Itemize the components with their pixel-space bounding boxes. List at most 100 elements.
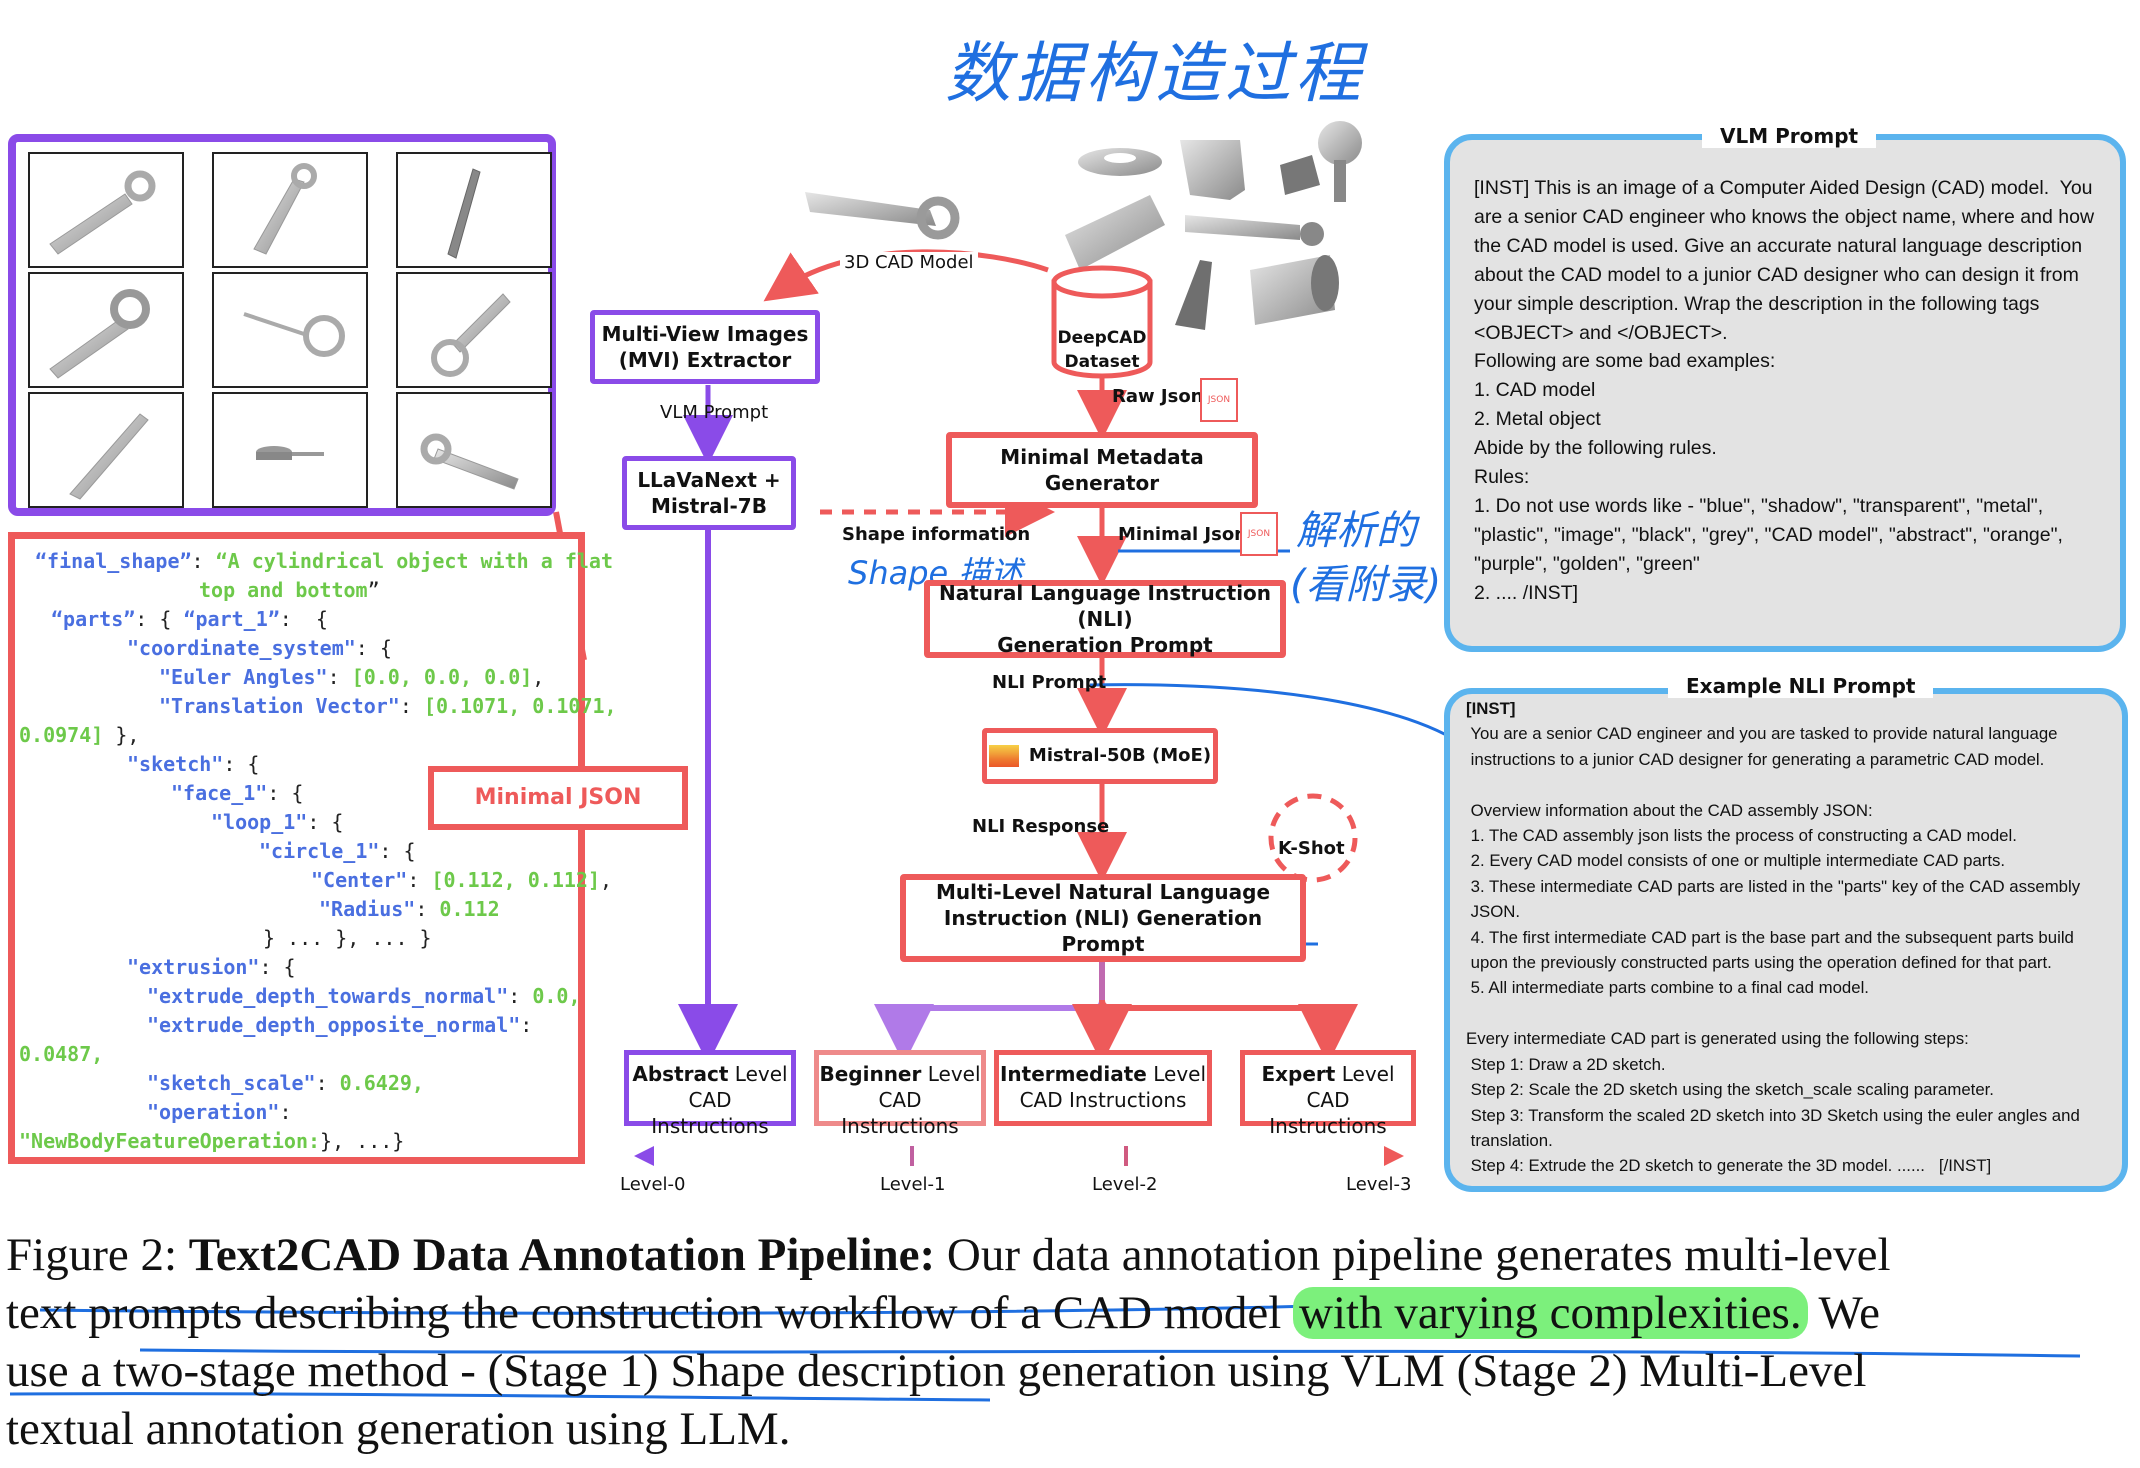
nli-gen-line: Natural Language Instruction (NLI): [938, 581, 1272, 631]
nli-generation-box: Natural Language Instruction (NLI) Gener…: [924, 580, 1286, 658]
nli-prompt-line: JSON.: [1466, 902, 1521, 922]
axis-level-1: Level-1: [880, 1174, 946, 1195]
nli-prompt-line: 5. All intermediate parts combine to a f…: [1466, 978, 1869, 998]
json-line: "loop_1": {: [211, 810, 344, 834]
minimal-json-panel: “final_shape”: “A cylindrical object wit…: [8, 532, 617, 1164]
vlm-prompt-line: are a senior CAD engineer who knows the …: [1474, 205, 2095, 228]
cad-model-label: 3D CAD Model: [840, 252, 978, 273]
handwritten-parse-note-2: (看附录): [1290, 562, 1442, 608]
json-line: "extrude_depth_towards_normal": 0.0,: [147, 984, 581, 1008]
vlm-prompt-text: [INST] This is an image of a Computer Ai…: [1474, 174, 2094, 608]
minimal-json-small-label: Minimal Json: [1118, 524, 1247, 545]
metadata-generator-box: Minimal Metadata Generator: [946, 432, 1258, 508]
handwritten-parse-note-1: 解析的: [1296, 508, 1416, 554]
deepcad-line: Dataset: [1064, 352, 1140, 372]
level-title: Intermediate Level: [999, 1062, 1207, 1086]
caption-line: use a two-stage method - (Stage 1) Shape…: [6, 1345, 1867, 1397]
json-line: "operation":: [147, 1100, 292, 1124]
level-box-abstract: Abstract Level CAD Instructions: [624, 1050, 796, 1138]
multi-level-line: Instruction (NLI) Generation Prompt: [943, 906, 1263, 956]
vlm-prompt-line: the CAD model is used. Give an accurate …: [1474, 234, 2083, 257]
mistral-logo-icon: [988, 745, 1019, 767]
nli-prompt-line: translation.: [1466, 1130, 1553, 1150]
nli-prompt-line: Step 1: Draw a 2D sketch.: [1466, 1054, 1666, 1074]
multi-level-line: Multi-Level Natural Language: [935, 880, 1271, 904]
level-subtitle: CAD Instructions: [651, 1088, 769, 1138]
llava-box: LLaVaNext + Mistral-7B: [622, 456, 796, 530]
vlm-prompt-line: Abide by the following rules.: [1474, 437, 1717, 460]
mistral-box: Mistral-50B (MoE): [982, 728, 1218, 784]
kshot-circle: [1268, 793, 1358, 883]
vlm-prompt-line: <OBJECT> and </OBJECT>.: [1474, 321, 1728, 344]
nli-prompt-line: upon the previously constructed parts us…: [1466, 953, 2052, 973]
json-file-icon: JSON: [1200, 378, 1238, 422]
level-box-expert: Expert Level CAD Instructions: [1240, 1050, 1416, 1138]
view-image: [396, 272, 552, 388]
nli-prompt-line: 4. The first intermediate CAD part is th…: [1466, 927, 2074, 947]
json-file-icon: JSON: [1240, 512, 1278, 556]
view-image: [212, 152, 368, 268]
view-image: [28, 392, 184, 508]
vlm-prompt-line: Following are some bad examples:: [1474, 350, 1776, 373]
axis-level-2: Level-2: [1092, 1174, 1158, 1195]
level-title: Abstract Level: [632, 1062, 788, 1086]
nli-prompt-line: Step 3: Transform the scaled 2D sketch i…: [1466, 1105, 2080, 1125]
vlm-prompt-line: 1. Do not use words like - "blue", "shad…: [1474, 494, 2044, 517]
json-line: "coordinate_system": {: [127, 636, 392, 660]
nli-gen-line: Generation Prompt: [997, 633, 1213, 657]
nli-prompt-line: [INST]: [1466, 699, 1516, 718]
json-line: “parts”: { “part_1”: {: [51, 607, 328, 631]
raw-json-label: Raw Json: [1112, 386, 1204, 407]
nli-prompt-label: NLI Prompt: [992, 672, 1107, 693]
axis-level-3: Level-3: [1346, 1174, 1412, 1195]
nli-prompt-line: Step 2: Scale the 2D sketch using the sk…: [1466, 1080, 1994, 1100]
view-image: [28, 152, 184, 268]
level-title: Beginner Level: [819, 1062, 981, 1086]
nli-prompt-line: Every intermediate CAD part is generated…: [1466, 1029, 1969, 1049]
view-image: [396, 392, 552, 508]
cad-model-thumbnails: [805, 121, 1362, 330]
json-line: 0.0974] },: [19, 723, 140, 747]
nli-prompt-panel: [1444, 688, 2128, 1192]
level-box-intermediate: Intermediate Level CAD Instructions: [994, 1050, 1212, 1126]
level-title: Expert Level: [1261, 1062, 1395, 1086]
json-line: top and bottom”: [199, 578, 380, 602]
vlm-prompt-line: 1. CAD model: [1474, 379, 1596, 402]
json-line: "face_1": {: [171, 781, 304, 805]
nli-prompt-line: 1. The CAD assembly json lists the proce…: [1466, 826, 2017, 846]
vlm-prompt-line: your simple description. Wrap the descri…: [1474, 292, 2040, 315]
json-line: "Euler Angles": [0.0, 0.0, 0.0],: [159, 665, 545, 689]
mistral-label: Mistral-50B (MoE): [1028, 745, 1212, 766]
json-line: "extrusion": {: [127, 955, 296, 979]
view-image: [212, 272, 368, 388]
vlm-prompt-line: about the CAD model to a junior CAD desi…: [1474, 263, 2079, 286]
json-line: "extrude_depth_opposite_normal":: [147, 1013, 533, 1037]
vlm-prompt-line: 2. Metal object: [1474, 408, 1601, 431]
metadata-line: Minimal Metadata: [1000, 445, 1204, 469]
nli-prompt-title: Example NLI Prompt: [1668, 674, 1934, 698]
level-subtitle: CAD Instructions: [1269, 1088, 1387, 1138]
handwritten-title: 数据构造过程: [945, 35, 1365, 112]
mvi-line: (MVI) Extractor: [618, 348, 792, 372]
level-subtitle: CAD Instructions: [841, 1088, 959, 1138]
vlm-prompt-line: "purple", "golden", "green": [1474, 552, 1700, 575]
json-line: "sketch_scale": 0.6429,: [147, 1071, 424, 1095]
json-line: "NewBodyFeatureOperation:}, ...}: [19, 1129, 405, 1153]
nli-prompt-line: You are a senior CAD engineer and you ar…: [1466, 724, 2058, 744]
level-box-beginner: Beginner Level CAD Instructions: [814, 1050, 986, 1138]
view-image: [396, 152, 552, 268]
nli-prompt-line: [1466, 1001, 2080, 1026]
deepcad-label: DeepCAD Dataset: [1056, 326, 1148, 374]
nli-prompt-line: Overview information about the CAD assem…: [1466, 800, 1873, 820]
vlm-prompt-title: VLM Prompt: [1702, 124, 1877, 148]
vlm-prompt-label: VLM Prompt: [660, 402, 769, 423]
nli-prompt-text: [INST] You are a senior CAD engineer and…: [1466, 696, 2080, 1179]
llava-line: Mistral-7B: [651, 494, 767, 518]
json-line: "Radius": 0.112: [319, 897, 500, 921]
nli-prompt-line: 3. These intermediate CAD parts are list…: [1466, 876, 2081, 896]
json-line: “final_shape”: “A cylindrical object wit…: [35, 549, 613, 573]
nli-prompt-line: 2. Every CAD model consists of one or mu…: [1466, 851, 2006, 871]
mvi-extractor-box: Multi-View Images (MVI) Extractor: [590, 310, 820, 384]
multi-level-nli-box: Multi-Level Natural Language Instruction…: [900, 874, 1306, 962]
json-line: "circle_1": {: [259, 839, 416, 863]
